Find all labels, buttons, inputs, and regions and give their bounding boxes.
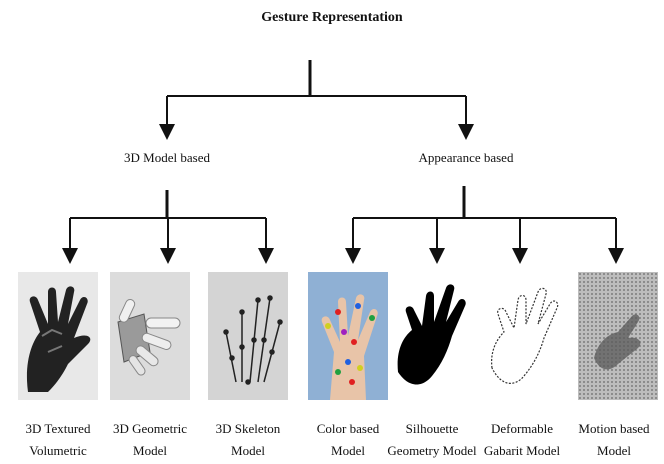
leaf-line1: Motion based (564, 418, 664, 440)
category-appearance-based: Appearance based (419, 150, 514, 166)
leaf-label-deformable: Deformable Gabarit Model (472, 418, 572, 462)
leaf-label-geometric: 3D Geometric Model (100, 418, 200, 462)
leaf-line1: Silhouette (382, 418, 482, 440)
hand-silhouette-icon (392, 272, 472, 400)
leaf-line1: 3D Geometric (100, 418, 200, 440)
leaf-label-skeleton: 3D Skeleton Model (198, 418, 298, 462)
hand-motion-icon (578, 272, 658, 400)
leaf-line1: Deformable (472, 418, 572, 440)
hand-skeleton-model-icon (208, 272, 288, 400)
leaf-line2: Gabarit Model (472, 440, 572, 462)
hand-color-markers-icon (308, 272, 388, 400)
leaf-label-motion: Motion based Model (564, 418, 664, 462)
hand-contour-icon (482, 272, 562, 400)
hand-geometric-model-icon (110, 272, 190, 400)
category-3d-model-based: 3D Model based (124, 150, 210, 166)
hand-textured-volumetric-icon (18, 272, 98, 400)
leaf-line1: 3D Textured (8, 418, 108, 440)
diagram-title: Gesture Representation (0, 10, 664, 26)
leaf-label-silhouette: Silhouette Geometry Model (382, 418, 482, 462)
leaf-line2: Model (564, 440, 664, 462)
leaf-label-textured-volumetric: 3D Textured Volumetric (8, 418, 108, 462)
leaf-line2: Model (198, 440, 298, 462)
leaf-line2: Geometry Model (382, 440, 482, 462)
leaf-line2: Model (100, 440, 200, 462)
leaf-line1: 3D Skeleton (198, 418, 298, 440)
leaf-line2: Volumetric (8, 440, 108, 462)
